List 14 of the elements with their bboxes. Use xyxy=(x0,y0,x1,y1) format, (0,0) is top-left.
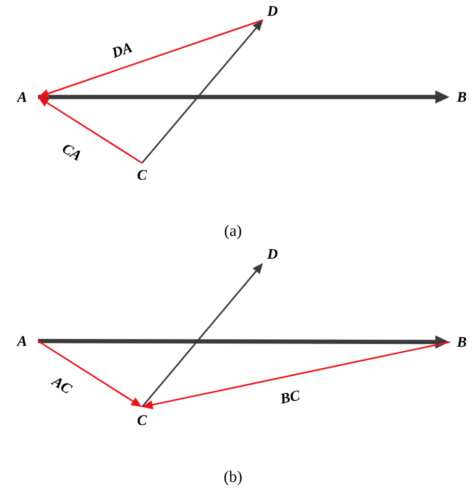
point-label: A xyxy=(16,336,26,346)
point-label: A xyxy=(16,92,26,102)
point-label: B xyxy=(456,92,466,102)
edge-label: BC xyxy=(280,390,300,404)
panel-caption: (a) xyxy=(224,224,242,240)
point-label: D xyxy=(267,249,278,259)
point-label: B xyxy=(456,337,466,347)
point-label: C xyxy=(138,415,148,426)
point-label: D xyxy=(267,6,278,16)
panel-caption: (b) xyxy=(224,470,242,486)
edge-label: CA xyxy=(62,145,80,161)
point-label: C xyxy=(138,170,148,180)
edge-label: DA xyxy=(112,43,133,58)
edge-label: AC xyxy=(50,378,73,394)
